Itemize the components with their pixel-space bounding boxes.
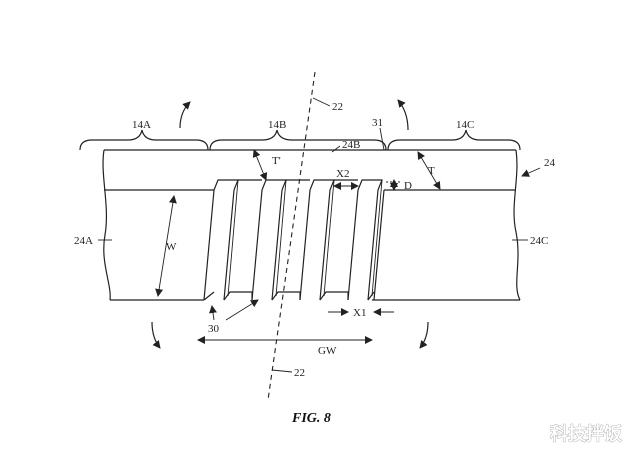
label-x1: X1 — [353, 307, 366, 319]
label-14a: 14A — [132, 119, 151, 131]
region-braces — [79, 129, 521, 151]
label-30: 30 — [208, 323, 220, 335]
label-24: 24 — [544, 157, 556, 169]
figure-caption: FIG. 8 — [291, 411, 331, 426]
label-22-top: 22 — [332, 101, 343, 113]
label-14b: 14B — [268, 119, 286, 131]
label-24c: 24C — [530, 235, 548, 247]
label-x2: X2 — [336, 168, 349, 180]
label-t-prime: T' — [272, 155, 281, 167]
dimension-arrows — [98, 97, 541, 373]
label-22-bottom: 22 — [294, 367, 305, 379]
label-31: 31 — [372, 117, 383, 129]
label-w: W — [166, 241, 177, 253]
label-24a: 24A — [74, 235, 93, 247]
bend-axis-line — [267, 71, 316, 401]
label-gw: GW — [318, 345, 337, 357]
label-24b: 24B — [342, 139, 360, 151]
label-t: T — [428, 165, 435, 177]
bend-arrows — [151, 99, 429, 349]
watermark-text: 科技拌饭 — [550, 423, 622, 445]
groove-region — [203, 179, 385, 301]
label-d: D — [404, 180, 412, 192]
labels: 14A 14B 14C 22 31 24B 24 24A 24C T' T X2… — [74, 101, 556, 379]
label-14c: 14C — [456, 119, 474, 131]
display-body — [102, 149, 521, 301]
